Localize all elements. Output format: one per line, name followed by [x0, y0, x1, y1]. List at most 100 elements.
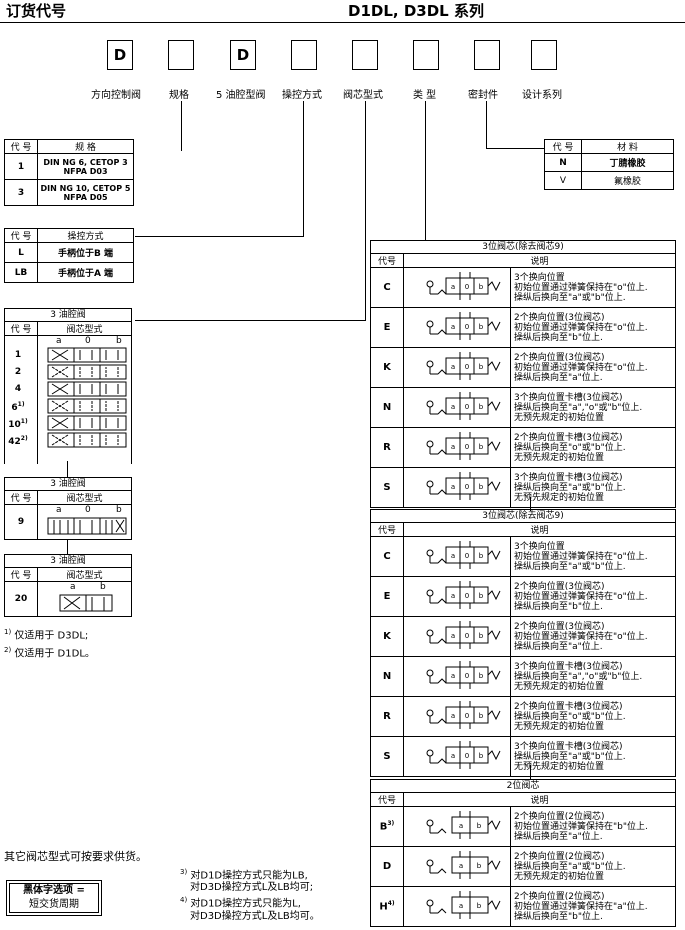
type-code-text: R	[383, 442, 391, 453]
code-box	[168, 40, 194, 70]
type-desc-line: 3个换向位置	[514, 541, 565, 552]
connector	[303, 101, 304, 237]
type-code: D	[370, 846, 404, 887]
svg-text:a: a	[451, 483, 455, 491]
header-rule	[0, 22, 685, 23]
type-table-title: 3位阀芯(除去阀芯9)	[370, 509, 676, 523]
spool-cell	[73, 398, 101, 414]
type-desc-line: 操纵后换向至"a"或"b"位上.	[514, 292, 626, 303]
svg-text:a: a	[459, 822, 463, 830]
spool-cell	[47, 415, 75, 431]
bold-options-note: 黑体字选项 = 短交货周期	[6, 880, 102, 916]
footnote-text: 对D1D操控方式只能为L,	[190, 898, 301, 910]
type-code-text: S	[383, 751, 391, 762]
footnote-mark: 4)	[387, 900, 395, 908]
type-desc-line: 操纵后换向至"o"或"b"位上.	[514, 711, 626, 722]
footnotes-2: 3) 对D1D操控方式只能为LB, 对D3D操控方式L及LB均可; 4) 对D1…	[180, 866, 320, 923]
spool-code: 1	[4, 350, 32, 360]
svg-text:0: 0	[465, 363, 469, 371]
type-code-text: C	[383, 551, 391, 562]
spool-code: 9	[4, 504, 38, 540]
svg-text:b: b	[479, 752, 484, 760]
type-code: N	[370, 656, 404, 697]
col-desc-header: 说明	[403, 792, 676, 807]
svg-text:0: 0	[465, 672, 469, 680]
type-desc-line: 2个换向位置(3位阀芯)	[514, 581, 605, 592]
col-code-header: 代号	[370, 253, 404, 268]
col-code-header: 代 号	[4, 567, 38, 582]
size-desc: NFPA D05	[63, 192, 108, 202]
spool-cell	[99, 347, 127, 363]
footnote-mark: 2)	[4, 646, 12, 655]
code-box-label: 方向控制阀	[91, 90, 141, 101]
col-code-header: 代 号	[4, 321, 38, 336]
svg-text:a: a	[451, 403, 455, 411]
type-code-text: E	[383, 591, 391, 602]
spool-cell	[47, 381, 75, 397]
type-desc-line: 操纵后换向至"a"位上.	[514, 831, 603, 842]
type-desc-line: 初始位置通过弹簧保持在"a"位上.	[514, 901, 648, 912]
connector	[486, 101, 487, 149]
type-code: K	[370, 616, 404, 657]
col-desc-header: 规 格	[37, 139, 134, 154]
col-code-header: 代号	[370, 522, 404, 537]
spool-flow-paths	[51, 366, 119, 378]
spool-cell	[47, 364, 75, 380]
code-box-label: 设计系列	[522, 90, 562, 101]
type-desc-line: 操纵后换向至"a"或"b"位上.	[514, 561, 626, 572]
type-code-text: C	[383, 282, 391, 293]
spool-code-text: 10	[8, 420, 21, 430]
type-code: R	[370, 696, 404, 737]
svg-text:a: a	[451, 632, 455, 640]
type-desc-line: 操纵后换向至"a"或"b"位上.	[514, 482, 626, 493]
spool-code-text: 1	[14, 350, 22, 360]
col-desc-header: 阀芯型式	[37, 567, 132, 582]
type-desc-line: 操纵后换向至"b"位上.	[514, 601, 603, 612]
col-code-header: 代 号	[544, 139, 582, 154]
connector	[67, 461, 68, 477]
spool-flow-paths	[51, 383, 119, 395]
type-code-text: S	[383, 482, 391, 493]
seal-desc: 氟橡胶	[581, 171, 674, 190]
footnote-mark: 2)	[20, 435, 28, 442]
type-desc-line: 操纵后换向至"a"或"b"位上.	[514, 861, 626, 872]
seal-code: V	[544, 171, 582, 190]
col-code-header: 代 号	[4, 490, 38, 505]
svg-text:a: a	[451, 712, 455, 720]
spool-code-text: 2	[14, 367, 22, 377]
spool-cell	[47, 398, 75, 414]
spool-cell	[99, 364, 127, 380]
svg-text:b: b	[479, 672, 484, 680]
spool-table-title: 3 油腔阀	[4, 308, 132, 322]
op-code: LB	[4, 262, 38, 283]
type-code: C	[370, 267, 404, 308]
size-code: 1	[4, 153, 38, 180]
type-code: S	[370, 467, 404, 508]
code-box-label: 类 型	[413, 90, 437, 101]
col-desc-header: 操控方式	[37, 228, 134, 243]
size-code: 3	[4, 179, 38, 206]
type-desc-line: 无预先规定的初始位置	[514, 871, 605, 882]
svg-text:a: a	[451, 363, 455, 371]
type-code-text: N	[382, 402, 392, 413]
type-code-text: B	[379, 821, 388, 833]
spool-flow-paths	[51, 349, 119, 361]
seal-code: N	[544, 153, 582, 172]
svg-text:0: 0	[465, 283, 469, 291]
type-desc-line: 2个换向位置卡槽(3位阀芯)	[514, 432, 623, 443]
